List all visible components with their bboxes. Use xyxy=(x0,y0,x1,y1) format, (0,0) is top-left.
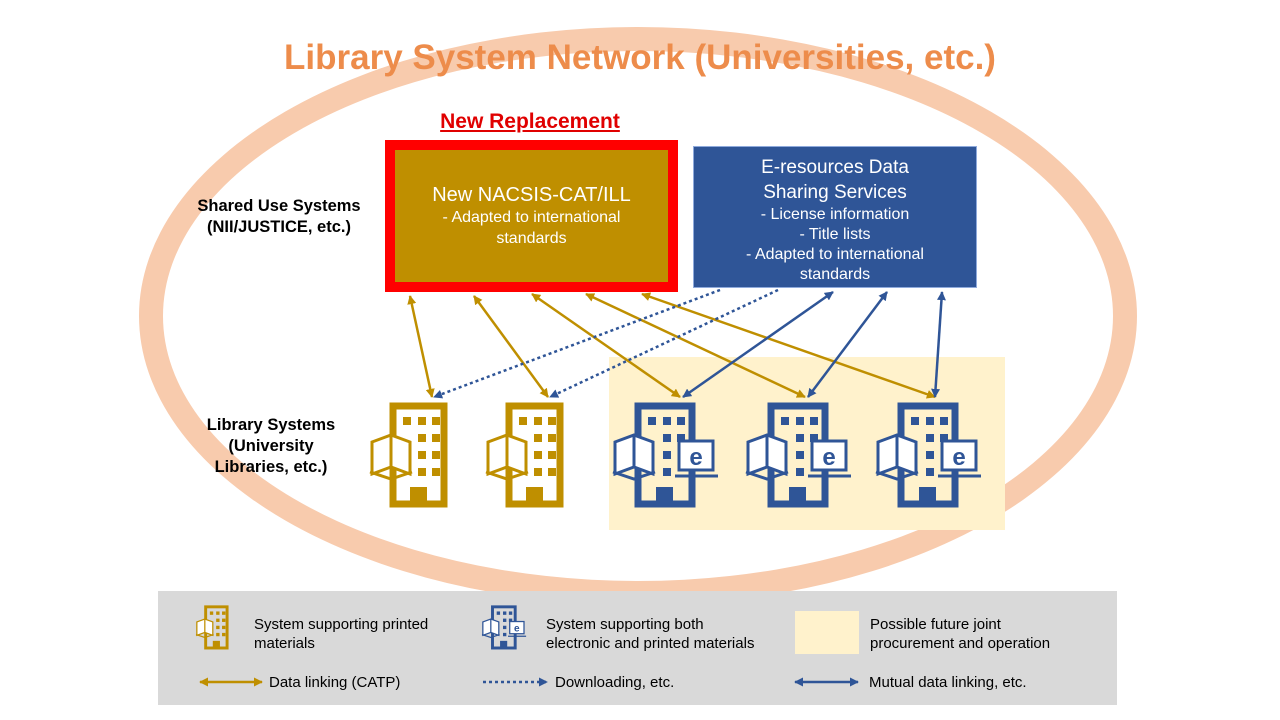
libsys-label-line: (University xyxy=(228,437,314,455)
legend-downloading-text: Downloading, etc. xyxy=(555,674,675,691)
legend xyxy=(158,591,1117,705)
legend-line: electronic and printed materials xyxy=(546,635,755,652)
shared-label-line: Shared Use Systems xyxy=(197,197,361,215)
eresources-title: E-resources Data xyxy=(761,157,909,178)
legend-line: System supporting printed xyxy=(254,616,429,633)
nacsis-line: standards xyxy=(496,230,567,247)
diagram-title: Library System Network (Universities, et… xyxy=(284,38,996,77)
new-replacement-label: New Replacement xyxy=(440,110,620,133)
legend-data-linking-text: Data linking (CATP) xyxy=(269,674,401,691)
eresources-box: E-resources Data Sharing Services - Lice… xyxy=(693,146,977,288)
eresources-line: standards xyxy=(799,266,871,283)
mutual-linking-arrows xyxy=(682,290,946,399)
legend-printed-text: System supporting printed materials xyxy=(254,615,428,653)
nacsis-title: New NACSIS-CAT/ILL xyxy=(432,184,631,206)
legend-both-text: System supporting both electronic and pr… xyxy=(546,615,754,653)
legend-future-text: Possible future joint procurement and op… xyxy=(870,615,1050,653)
legend-future-swatch xyxy=(795,611,859,654)
legend-line: Possible future joint xyxy=(870,616,1001,633)
legend-electronic-icon xyxy=(480,605,528,650)
nacsis-box: New NACSIS-CAT/ILL - Adapted to internat… xyxy=(395,150,668,282)
eresources-line: - License information xyxy=(760,206,910,223)
shared-use-systems-label: Shared Use Systems (NII/JUSTICE, etc.) xyxy=(172,196,386,238)
shared-label-line: (NII/JUSTICE, etc.) xyxy=(207,218,351,236)
nacsis-line: - Adapted to international xyxy=(442,209,621,226)
legend-line: procurement and operation xyxy=(870,635,1051,652)
eresources-line: - Title lists xyxy=(799,226,871,243)
library-systems-label: Library Systems (University Libraries, e… xyxy=(178,415,364,478)
libsys-label-line: Library Systems xyxy=(206,416,336,434)
legend-line: System supporting both xyxy=(546,616,704,633)
legend-mutual-text: Mutual data linking, etc. xyxy=(869,674,1027,691)
libsys-label-line: Libraries, etc.) xyxy=(214,458,328,476)
eresources-title: Sharing Services xyxy=(763,182,907,203)
downloading-arrows xyxy=(433,288,779,399)
legend-printed-icon xyxy=(194,605,229,650)
legend-line: materials xyxy=(254,635,315,652)
eresources-line: - Adapted to international xyxy=(746,246,924,263)
